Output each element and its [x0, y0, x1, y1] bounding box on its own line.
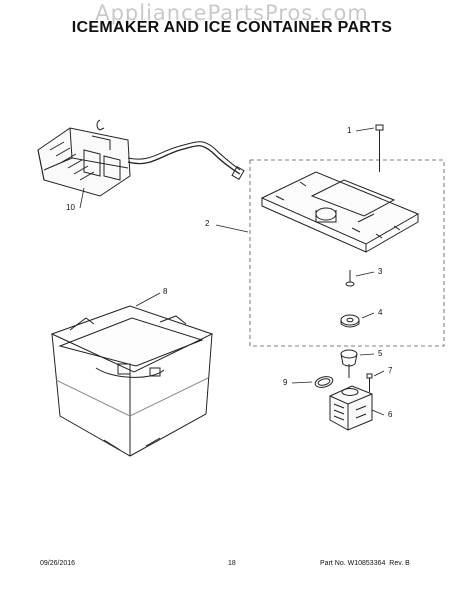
callout-1: 1 [347, 126, 352, 135]
callout-3: 3 [378, 267, 383, 276]
callout-2: 2 [205, 219, 210, 228]
auger-motor [329, 385, 373, 431]
callout-10: 10 [66, 203, 75, 212]
leader-10 [79, 187, 85, 209]
leader-5 [359, 353, 375, 356]
footer-part-number: Part No. W10853364 Rev. B [320, 560, 410, 567]
leader-7 [373, 370, 385, 377]
bearing-4 [340, 314, 360, 328]
watermark: AppliancePartsPros.com [95, 1, 369, 25]
page-title: ICEMAKER AND ICE CONTAINER PARTS [71, 19, 393, 36]
callout-7: 7 [388, 366, 393, 375]
callout-9: 9 [283, 378, 288, 387]
pin-3 [345, 270, 355, 287]
icemaker-assembly [37, 119, 245, 197]
leader-3 [355, 271, 375, 277]
screw-7 [366, 373, 373, 392]
footer-date: 09/26/2016 [40, 560, 76, 567]
ice-container [50, 305, 214, 457]
leader-2 [215, 224, 249, 233]
leader-8 [135, 292, 161, 307]
screw-1 [375, 124, 384, 172]
leader-9 [291, 381, 313, 384]
leader-1 [355, 127, 375, 132]
footer-page-number: 18 [228, 560, 236, 567]
mounting-plate [260, 171, 420, 253]
callout-4: 4 [378, 308, 383, 317]
callout-5: 5 [378, 349, 383, 358]
coupler-5 [340, 349, 358, 378]
leader-6 [371, 409, 385, 416]
gasket-9 [314, 376, 334, 388]
callout-6: 6 [388, 410, 393, 419]
leader-lines [79, 127, 385, 416]
leader-4 [361, 312, 375, 319]
callout-8: 8 [163, 287, 168, 296]
